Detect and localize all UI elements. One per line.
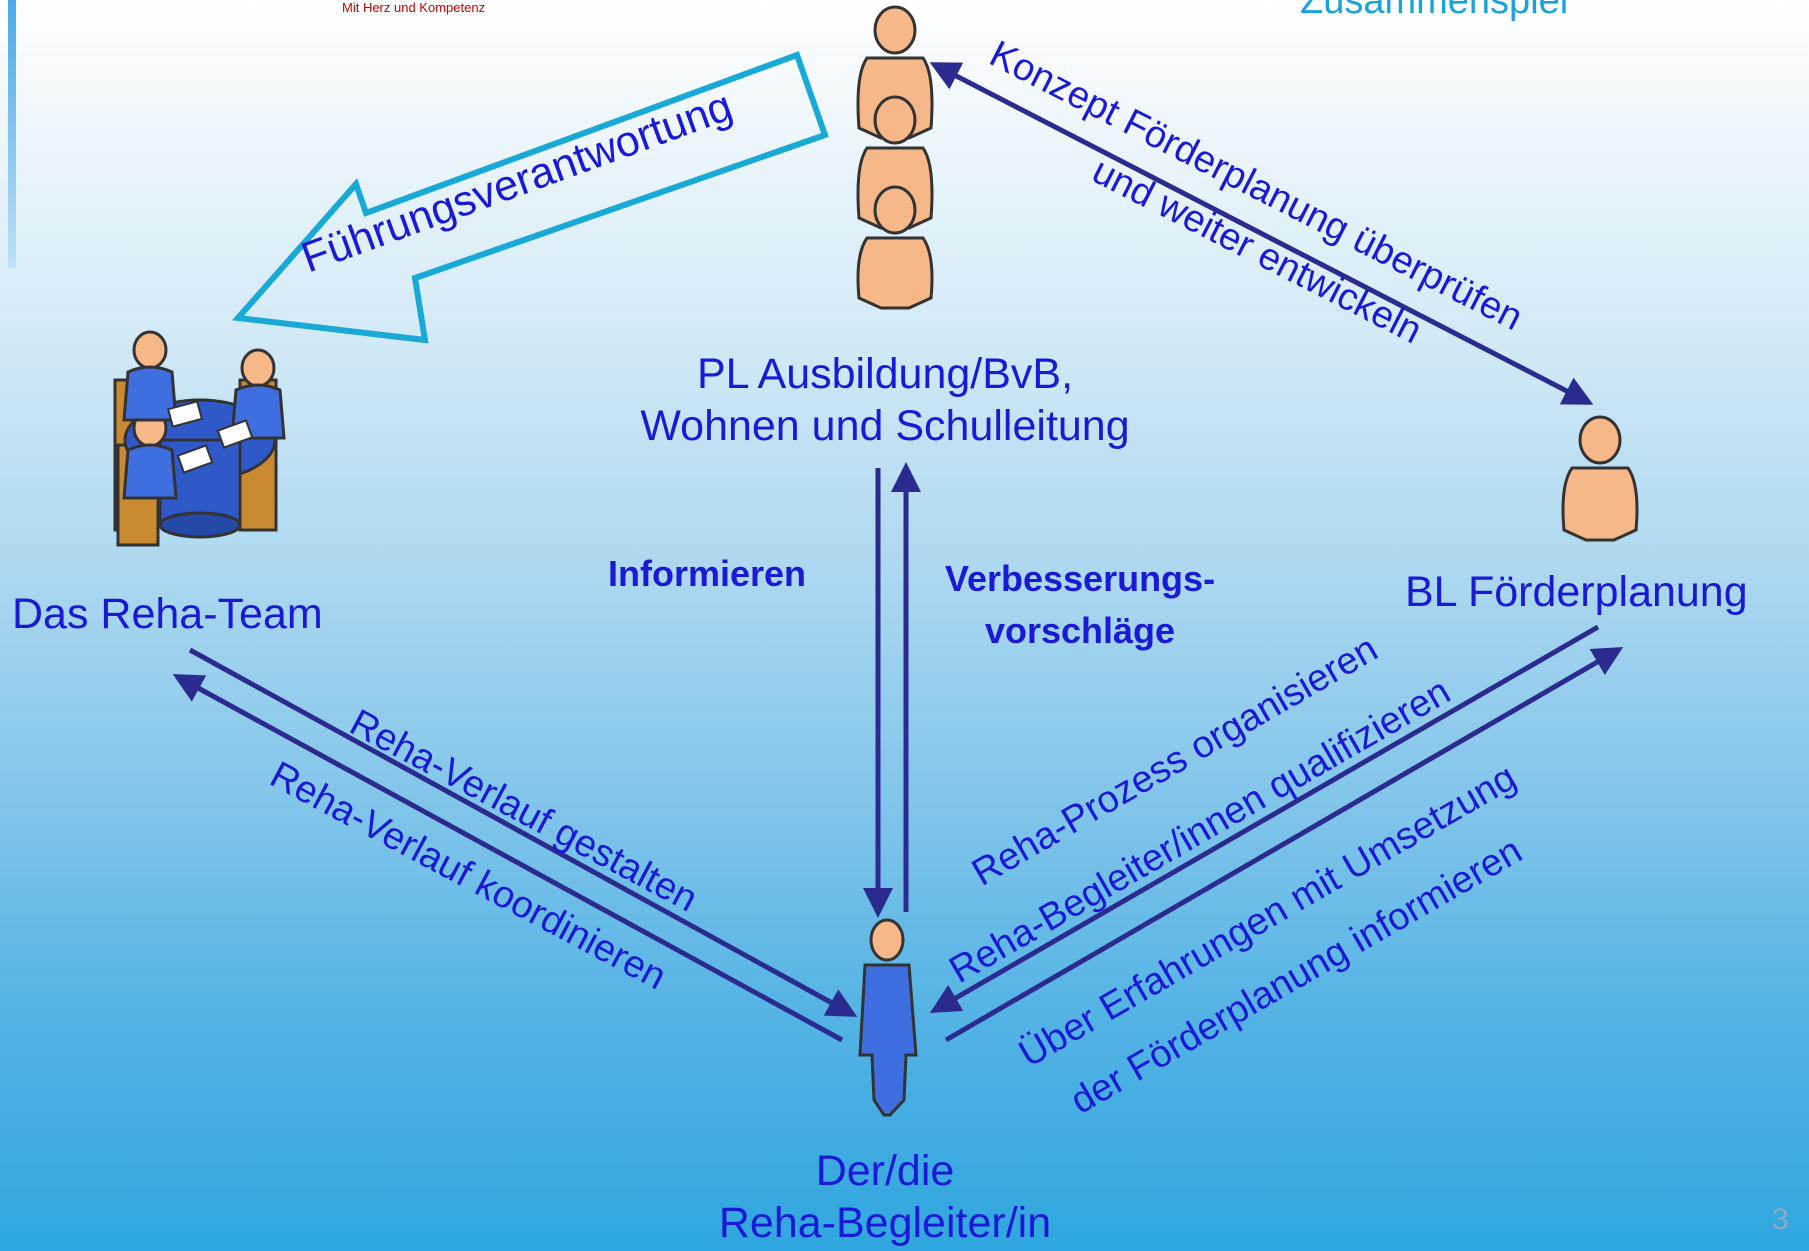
hollow-arrow-icon [231, 51, 829, 344]
node-label-bl-foerderplanung: BL Förderplanung [1405, 568, 1748, 616]
arrow-koordinieren [172, 674, 844, 1043]
arrow-konzept [929, 62, 1594, 405]
left-accent-bar [8, 0, 16, 268]
arrow-erfahrungen [944, 646, 1624, 1043]
edge-label-informieren: Informieren [608, 553, 807, 594]
node-label-reha-team: Das Reha-Team [12, 590, 323, 638]
slide-title: Zusammenspiel [1300, 0, 1569, 22]
arrow-gestalten [188, 647, 858, 1017]
person-group-icon [856, 5, 934, 310]
person-icon [1561, 415, 1639, 542]
node-label-reha-begleiter: Der/die Reha-Begleiter/in [718, 1147, 1052, 1247]
arrow-organisieren [929, 624, 1600, 1014]
edge-label-verbesserung: Verbesserungs- vorschläge [944, 558, 1216, 651]
tagline: Mit Herz und Kompetenz [342, 0, 486, 15]
node-label-leadership: PL Ausbildung/BvB, Wohnen und Schulleitu… [640, 350, 1130, 450]
standing-person-icon [858, 918, 918, 1117]
meeting-table-icon [113, 330, 286, 547]
page-number: 3 [1772, 1203, 1789, 1236]
